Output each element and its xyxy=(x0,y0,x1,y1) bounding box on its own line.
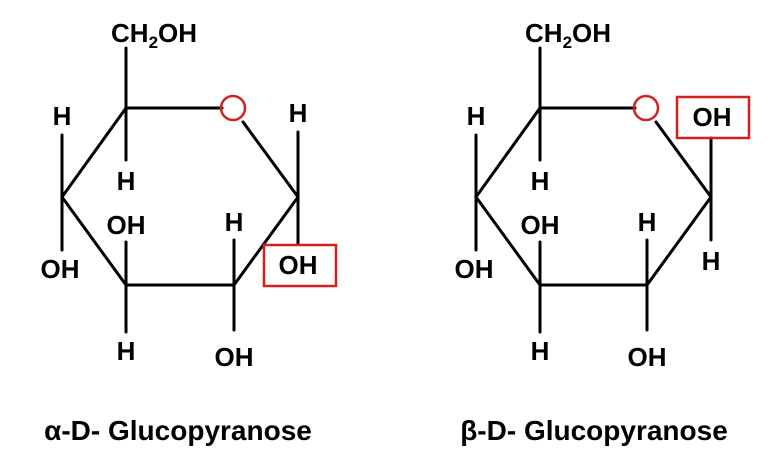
beta-c1-h-label: H xyxy=(702,246,721,276)
beta-c4-h-label: H xyxy=(467,101,486,131)
alpha-c2-oh-label: OH xyxy=(215,342,254,372)
alpha-c4-oh-label: OH xyxy=(41,254,80,284)
beta-c3-h-label: H xyxy=(531,336,550,366)
alpha-c2-h-label: H xyxy=(225,207,244,237)
beta-c3-oh-label: OH xyxy=(521,210,560,240)
beta-ring xyxy=(474,106,713,287)
alpha-ring xyxy=(60,106,300,287)
alpha-caption: α-D- Glucopyranose xyxy=(44,415,312,446)
beta-c2-oh-label: OH xyxy=(628,342,667,372)
alpha-c3-oh-label: OH xyxy=(107,210,146,240)
alpha-ring-oxygen-marker xyxy=(219,94,247,122)
beta-c4-oh-label: OH xyxy=(455,254,494,284)
beta-c1-oh-label: OH xyxy=(693,102,732,132)
beta-c2-h-label: H xyxy=(638,207,657,237)
beta-ch2oh-label: CH2OH xyxy=(525,18,611,52)
beta-anomeric-oh-highlight xyxy=(675,95,751,140)
alpha-glucopyranose-structure: CH2OH H H OH OH H H OH H OH xyxy=(41,18,338,372)
alpha-c1-h-label: H xyxy=(289,98,308,128)
alpha-c3-h-label: H xyxy=(117,336,136,366)
beta-ring-oxygen-marker xyxy=(632,94,660,122)
alpha-c5-h-label: H xyxy=(117,166,136,196)
beta-caption: β-D- Glucopyranose xyxy=(460,415,728,446)
beta-c5-h-label: H xyxy=(531,166,550,196)
alpha-c1-oh-label: OH xyxy=(279,250,318,280)
alpha-c4-h-label: H xyxy=(53,101,72,131)
beta-glucopyranose-structure: CH2OH H H OH OH H H OH OH H xyxy=(455,18,751,372)
alpha-ch2oh-label: CH2OH xyxy=(111,18,197,52)
alpha-anomeric-oh-highlight xyxy=(262,243,338,288)
